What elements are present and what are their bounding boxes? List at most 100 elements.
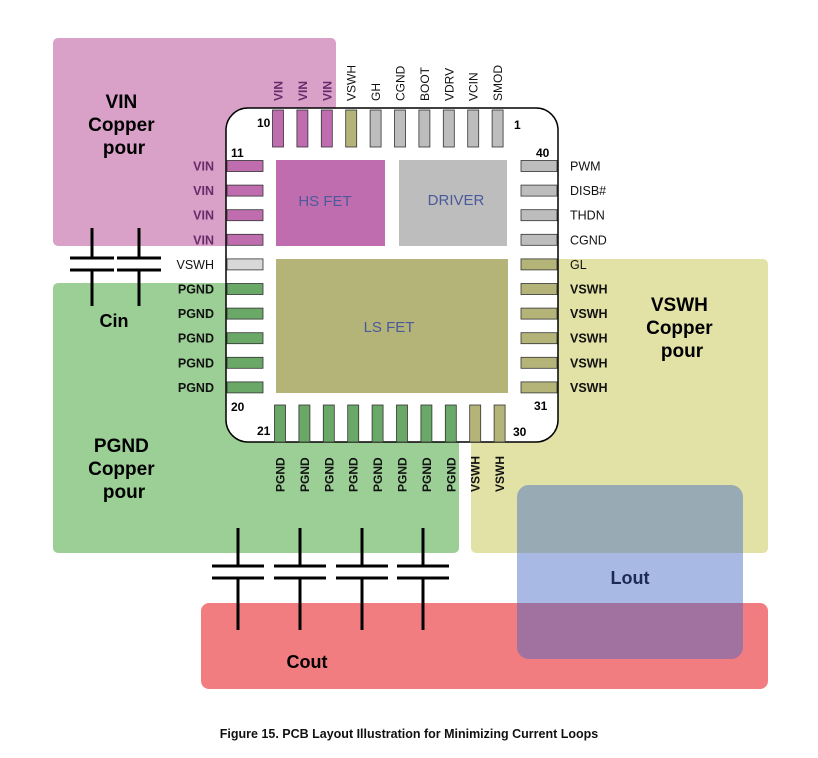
pin-pad-right [520,233,558,246]
pin-pad-bottom [322,404,335,443]
pin-pad-bottom [493,404,506,443]
pin-label-top: SMOD [491,65,505,101]
pin-pad-right [520,381,558,394]
pin-pad-right [520,184,558,197]
pgnd-pour-label: PGND Copper pour [88,436,160,503]
pin-number-31: 31 [534,399,548,413]
pin-label-bottom: VSWH [493,456,507,492]
pin-label-bottom: PGND [274,457,288,492]
output-capacitor [336,528,388,630]
pin-label-right: THDN [570,209,605,223]
pin-pad-left [226,258,264,271]
pin-pad-top [418,109,431,148]
pin-pad-left [226,307,264,320]
pin-label-right: VSWH [570,356,608,370]
pin-label-left: PGND [178,283,214,297]
pin-pad-left [226,381,264,394]
pin-label-top: VCIN [467,72,481,101]
pin-label-left: VIN [193,184,214,198]
pin-pad-bottom [469,404,482,443]
pin-label-right: CGND [570,233,607,247]
pin-pad-left [226,184,264,197]
vswh-pour-label: VSWH Copper pour [646,295,718,362]
pin-labels: VIN VIN VIN VSWH GH CGND BOOT VDRV VCIN SMOD VIN VI… [177,65,608,492]
pin-label-bottom: PGND [322,457,336,492]
pin-label-left: VIN [193,233,214,247]
driver-label: DRIVER [428,192,485,209]
cout-pour [201,603,768,689]
pin-label-right: PWM [570,160,601,174]
lout-inductor [517,485,743,659]
pin-pad-top [491,109,504,148]
pin-label-top: GH [369,83,383,101]
pin-label-bottom: PGND [444,457,458,492]
pin-pad-right [520,332,558,345]
vin-pour-label: VIN Copper pour [88,92,160,159]
pin-label-left: PGND [178,381,214,395]
pin-label-left: VIN [193,209,214,223]
ls-fet-label: LS FET [364,319,415,336]
pin-number-11: 11 [231,146,244,160]
pin-pad-bottom [396,404,408,443]
input-capacitor [70,228,114,306]
output-capacitor [397,528,449,630]
pin-label-bottom: PGND [420,457,434,492]
pin-label-bottom: PGND [371,457,385,492]
pin-pad-top [394,109,406,148]
pin-pad-left [226,209,264,222]
pin-label-top: VDRV [442,68,456,101]
pin-pad-left [226,283,264,295]
pin-pad-right [520,209,558,222]
pin-label-right: VSWH [570,283,608,297]
pin-pad-top [442,109,455,148]
pin-pad-bottom [420,404,433,443]
pin-label-bottom: PGND [396,457,410,492]
pin-pad-bottom [298,404,311,443]
pin-label-left: PGND [178,356,214,370]
pin-label-right: GL [570,258,587,272]
pin-label-left: VSWH [177,258,215,272]
pin-pad-right [520,307,558,320]
pin-label-left: VIN [193,160,214,174]
pin-pad-bottom [371,404,384,443]
pin-label-right: VSWH [570,381,608,395]
pin-pad-left [226,233,264,246]
lout-label: Lout [611,568,650,588]
pin-number-40: 40 [536,146,550,160]
pin-label-bottom: PGND [298,457,312,492]
hs-fet-label: HS FET [298,193,351,210]
pin-label-top: CGND [394,65,408,101]
pin-pad-left [226,356,264,369]
pin-label-right: VSWH [570,307,608,321]
figure-caption: Figure 15. PCB Layout Illustration for M… [219,727,599,741]
input-capacitor [117,228,161,306]
pin-pad-top [369,109,382,148]
pin-label-left: PGND [178,307,214,321]
pin-number-10: 10 [257,116,271,130]
pin-number-21: 21 [257,424,271,438]
pin-pad-left [226,160,264,172]
pin-pad-top [320,109,333,148]
pin-pad-top [272,109,284,148]
pin-label-top: VIN [296,81,310,101]
pin-label-right: VSWH [570,332,608,346]
cin-label: Cin [100,311,129,331]
pin-pad-top [345,109,358,148]
output-capacitor [212,528,264,630]
pin-label-left: PGND [178,332,214,346]
pin-numbers: 10 1 11 40 20 31 21 30 [231,116,550,439]
pin-label-right: DISB# [570,184,606,198]
pin-pad-bottom [444,404,457,443]
pin-pad-right [520,356,558,369]
pin-pad-bottom [347,404,360,443]
pin-number-1: 1 [514,118,521,132]
pin-pad-right [520,258,558,271]
output-capacitor [274,528,326,630]
hs-fet-die [276,160,385,246]
pin-number-20: 20 [231,400,245,414]
pin-pad-top [467,109,480,148]
pin-label-bottom: PGND [347,457,361,492]
pin-label-top: BOOT [418,66,432,101]
pin-pad-top [296,109,309,148]
